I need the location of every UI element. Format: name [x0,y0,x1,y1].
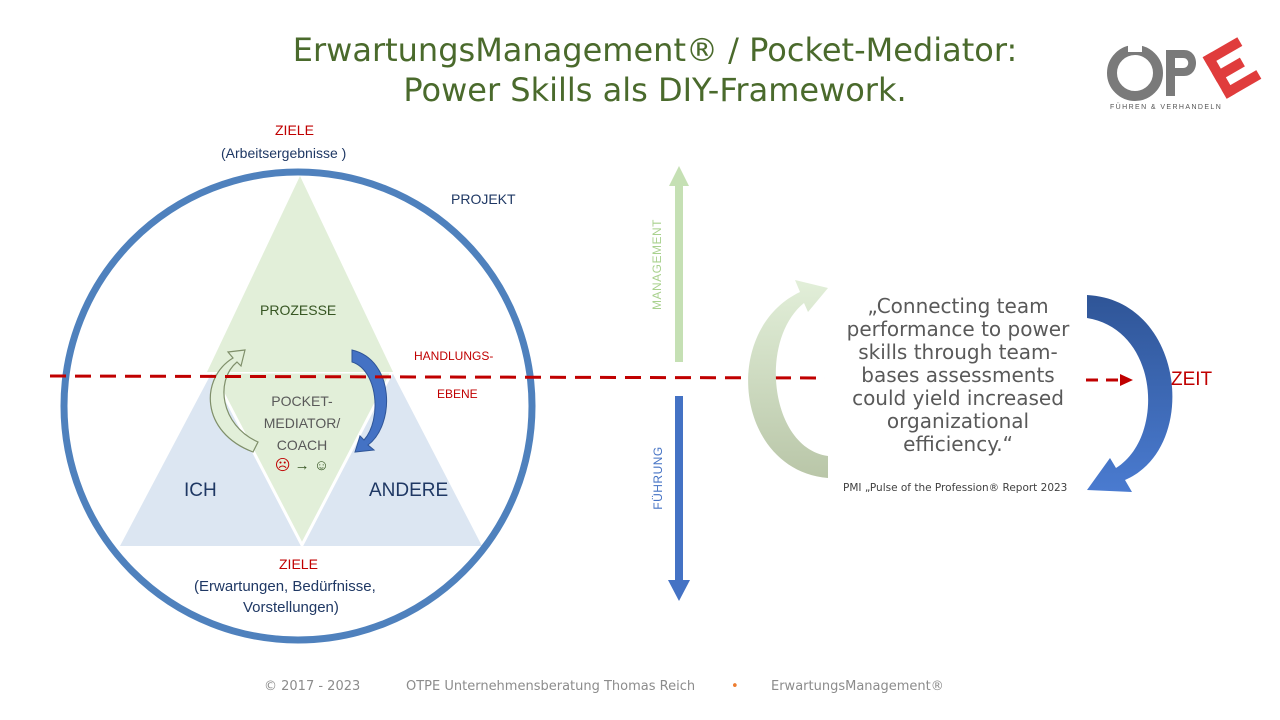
goal-bottom-label: ZIELE [279,556,318,572]
happy-face-icon: ☺ [313,457,330,474]
goal-top-label: ZIELE [275,122,314,138]
logo-tagline: FÜHREN & VERHANDELN [1110,104,1223,111]
handlungs-label-1: HANDLUNGS- [414,349,494,363]
pocket-mediator-block: POCKET- MEDIATOR/ COACH ☹ → ☺ [242,390,362,476]
goal-bottom-line-1: (Erwartungen, Bedürfnisse, [194,578,376,595]
footer-copyright: © 2017 - 2023 [264,679,361,694]
dashed-red-line [49,374,826,380]
footer-bullet: • [731,679,739,694]
zeit-arrowhead [1120,374,1133,386]
projekt-label: PROJEKT [451,191,516,207]
small-green-arrow [209,349,259,453]
large-green-circular-arrow [748,280,828,478]
ich-label: ICH [184,480,217,501]
page-title: ErwartungsManagement® / Pocket-Mediator:… [230,30,1080,110]
title-line-1: ErwartungsManagement® / Pocket-Mediator: [292,31,1018,69]
project-circle [60,168,536,644]
andere-label: ANDERE [369,480,449,501]
title-line-2: Power Skills als DIY-Framework. [403,71,907,109]
footer-brand: ErwartungsManagement® [771,679,944,694]
management-label: MANAGEMENT [650,218,664,310]
center-line-1: POCKET- [271,393,333,409]
triangle-ich [120,372,302,546]
center-line-3: COACH [276,437,328,453]
management-arrow-head [669,166,689,186]
large-blue-circular-arrow [1087,295,1173,492]
logo-graphic [1107,37,1262,101]
mood-row: ☹ → ☺ [242,456,362,476]
fuehrung-arrow-shaft [675,396,683,582]
arrow-right-icon: → [294,457,310,474]
pmi-quote: „Connecting team performance to power sk… [846,294,1070,456]
fuehrung-label: FÜHRUNG [651,446,665,510]
zeit-label: ZEIT [1171,369,1213,390]
triangle-andere [300,372,482,546]
pmi-source: PMI „Pulse of the Profession® Report 202… [843,482,1068,494]
sad-face-icon: ☹ [274,457,291,474]
footer-company: OTPE Unternehmensberatung Thomas Reich [406,679,696,694]
fuehrung-arrow-head [668,580,690,601]
prozesse-label: PROZESSE [260,302,337,318]
goal-top-sub: (Arbeitsergebnisse ) [221,145,347,161]
handlungs-label-2: EBENE [437,387,478,401]
triangle-prozesse [207,176,393,372]
goal-bottom-line-2: Vorstellungen) [243,599,339,616]
center-line-2: MEDIATOR/ [263,415,341,431]
management-arrow-shaft [675,184,683,362]
